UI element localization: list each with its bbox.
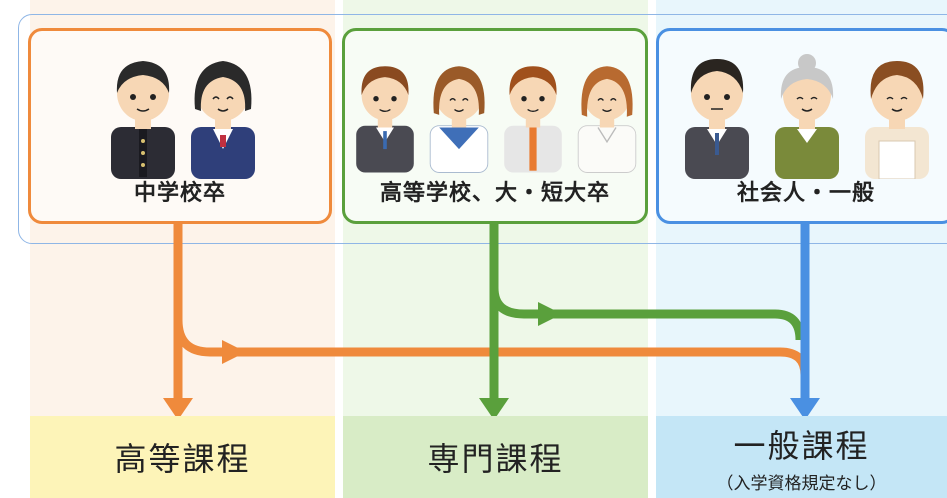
group-label-adult: 社会人・一般 [736, 181, 875, 206]
general-course-title: 一般課程 [733, 426, 870, 465]
middle-school-group: 中学校卒 [28, 28, 332, 224]
arrow-adult-to-general-head [790, 398, 820, 420]
male-graduate-icon [356, 66, 414, 173]
group-label-high-school: 高等学校、大・短大卒 [379, 181, 610, 206]
female-sailor-student-icon [429, 66, 489, 173]
high-course-box: 高等課程 [30, 416, 335, 498]
general-course-box: 一般課程 （入学資格規定なし） [656, 416, 947, 498]
applicant-groups-frame [18, 14, 947, 244]
male-casual-student-icon [504, 66, 562, 173]
homemaker-woman-icon [865, 61, 929, 179]
group-label-middle-school: 中学校卒 [133, 181, 226, 206]
adult-group: 社会人・一般 [656, 28, 947, 224]
arrow-high-mid-head [538, 302, 562, 326]
arrow-high-to-special-head [479, 398, 509, 420]
special-course-box: 専門課程 [343, 416, 648, 498]
high-school-group: 高等学校、大・短大卒 [342, 28, 648, 224]
businessman-icon [685, 59, 749, 179]
general-course-note: （入学資格規定なし） [716, 473, 887, 494]
arrow-middle-to-high-head [163, 398, 193, 420]
elderly-woman-icon [775, 54, 839, 179]
arrow-middle-mid-head [222, 340, 246, 364]
special-course-title: 専門課程 [427, 440, 564, 478]
arrow-high-to-general [489, 287, 805, 341]
female-casual-student-icon [577, 66, 637, 173]
high-course-title: 高等課程 [114, 440, 251, 478]
girl-student-icon [191, 61, 255, 179]
boy-student-icon [111, 61, 175, 179]
